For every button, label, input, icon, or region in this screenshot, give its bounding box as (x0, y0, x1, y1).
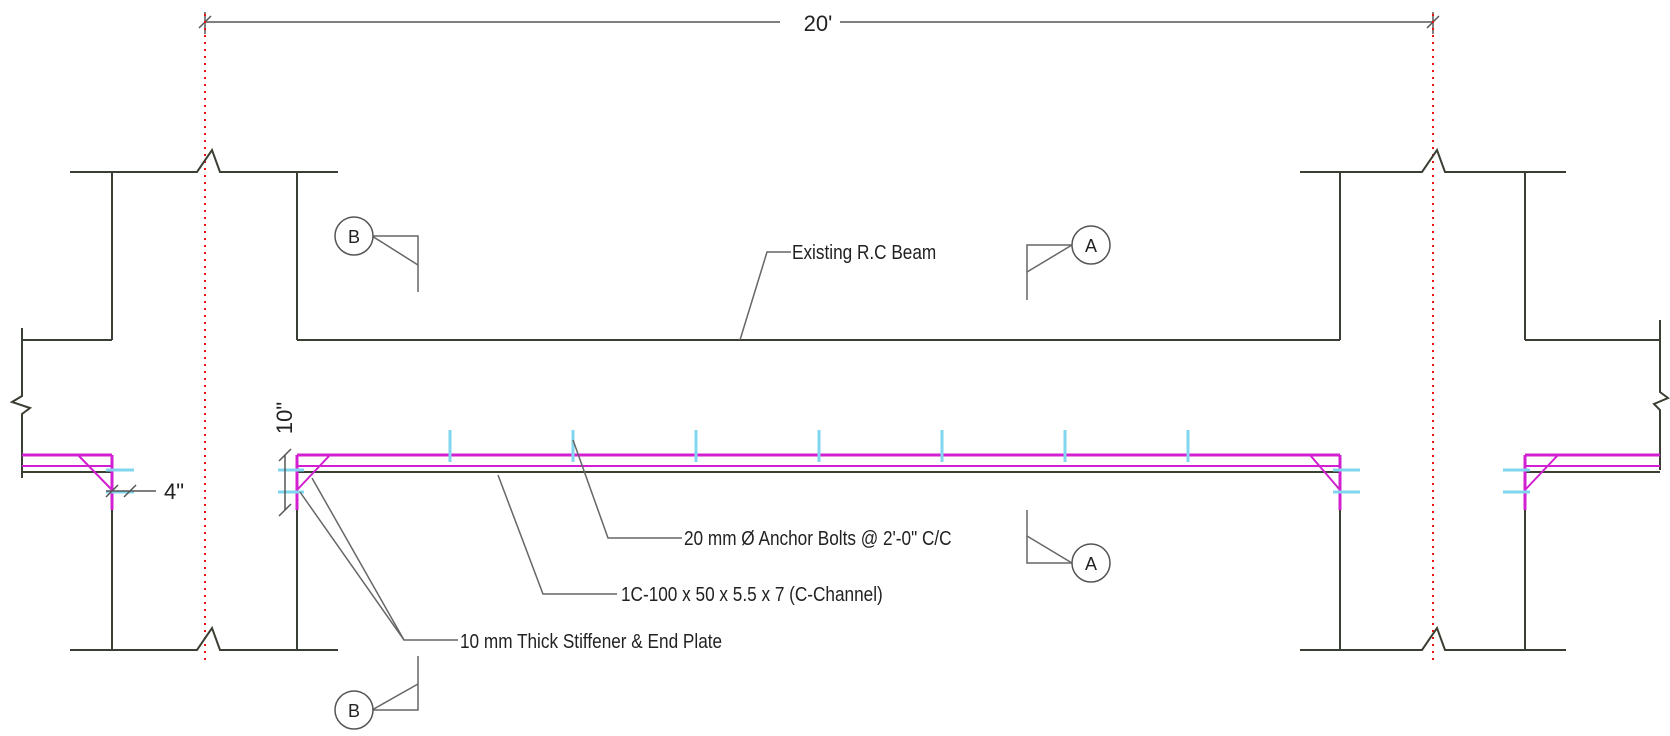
channel-callout-label: 1C-100 x 50 x 5.5 x 7 (C-Channel) (621, 583, 883, 606)
right-stub-channel (1523, 453, 1660, 510)
edge-dimension: 4" (105, 479, 184, 504)
section-marker-a-bottom: A (1026, 510, 1111, 583)
bolts-callout-leader (572, 439, 682, 539)
section-marker-a-top: A (1026, 225, 1111, 300)
section-marker-b-top-label: B (348, 227, 360, 247)
channel-callout-leader (497, 474, 617, 595)
depth-dimension-label: 10" (272, 402, 297, 434)
section-marker-a-bottom-label: A (1085, 554, 1097, 574)
edge-dimension-label: 4" (164, 479, 184, 504)
beam-callout-label: Existing R.C Beam (792, 241, 936, 264)
section-marker-b-top: B (334, 216, 419, 292)
stiffener-callout-label: 10 mm Thick Stiffener & End Plate (460, 630, 722, 653)
stiffener-callout-leader-a (311, 477, 458, 641)
stiffener-callout-leader-b (299, 491, 405, 641)
left-column (9, 147, 338, 651)
span-dimension-label: 20' (804, 11, 833, 36)
section-marker-a-top-label: A (1085, 236, 1097, 256)
right-column (1300, 147, 1670, 651)
span-dimension: 20' (198, 11, 1440, 36)
bolts-callout-label: 20 mm Ø Anchor Bolts @ 2'-0" C/C (684, 527, 952, 550)
section-marker-b-bottom-label: B (348, 701, 360, 721)
c-channel (295, 453, 1342, 510)
beam-callout-leader (739, 251, 791, 341)
depth-dimension: 10" (272, 402, 297, 517)
left-stub-channel (22, 453, 114, 510)
section-marker-b-bottom: B (334, 656, 419, 730)
